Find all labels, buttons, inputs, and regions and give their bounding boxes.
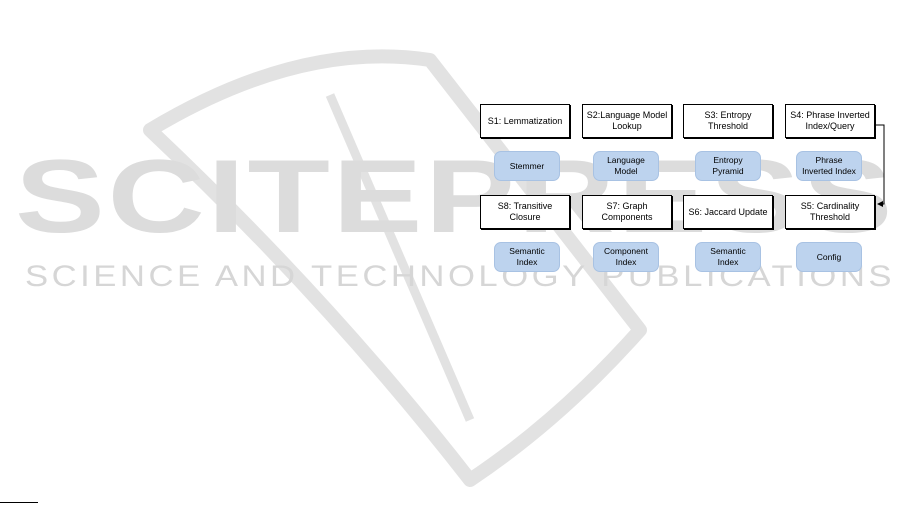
step-label: S1: Lemmatization	[487, 115, 563, 126]
store-semantic-index: Semantic Index	[494, 242, 560, 272]
store-label: Semantic Index	[509, 246, 545, 267]
store-label: Language Model	[607, 155, 645, 176]
store-stemmer: Stemmer	[494, 151, 560, 181]
step-label: S5: Cardinality Threshold	[800, 201, 860, 222]
store-label: Entropy Pyramid	[712, 155, 744, 176]
step-s1-lemmatization: S1: Lemmatization	[480, 104, 570, 138]
store-config: Config	[796, 242, 862, 272]
store-component-index: Component Index	[593, 242, 659, 272]
step-s3-entropy-threshold: S3: Entropy Threshold	[683, 104, 773, 138]
step-label: S2:Language Model Lookup	[586, 110, 668, 131]
watermark-book-icon	[143, 49, 647, 487]
step-s8-transitive-closure: S8: Transitive Closure	[480, 195, 570, 229]
store-label: Config	[816, 251, 842, 262]
store-language-model: Language Model	[593, 151, 659, 181]
store-label: Stemmer	[509, 160, 545, 171]
step-s5-cardinality-threshold: S5: Cardinality Threshold	[785, 195, 875, 229]
step-label: S4: Phrase Inverted Index/Query	[790, 110, 870, 131]
store-label: Component Index	[604, 246, 648, 267]
step-s4-phrase-inverted-index-query: S4: Phrase Inverted Index/Query	[785, 104, 875, 138]
step-s2-language-model-lookup: S2:Language Model Lookup	[582, 104, 672, 138]
store-semantic-index-2: Semantic Index	[695, 242, 761, 272]
footnote-rule	[0, 502, 38, 503]
store-label: Phrase Inverted Index	[802, 155, 856, 176]
store-phrase-inverted-index: Phrase Inverted Index	[796, 151, 862, 181]
step-s7-graph-components: S7: Graph Components	[582, 195, 672, 229]
step-label: S3: Entropy Threshold	[704, 110, 752, 131]
store-entropy-pyramid: Entropy Pyramid	[695, 151, 761, 181]
step-label: S8: Transitive Closure	[497, 201, 553, 222]
step-s6-jaccard-update: S6: Jaccard Update	[683, 195, 773, 229]
step-label: S7: Graph Components	[601, 201, 653, 222]
step-label: S6: Jaccard Update	[688, 206, 768, 217]
store-label: Semantic Index	[710, 246, 746, 267]
